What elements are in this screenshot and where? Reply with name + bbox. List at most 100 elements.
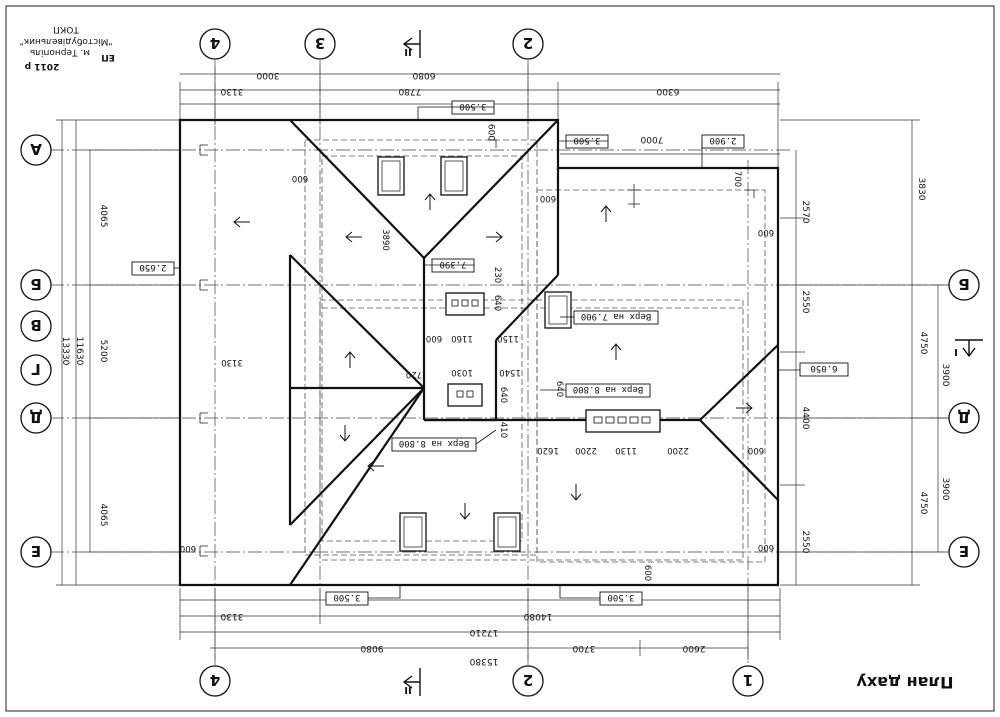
axis-markers-right: Б Д Е [948,269,980,568]
dimension-label: 3830 [916,178,926,201]
dimension-label: 230 [492,267,502,283]
axis-left-a: А [30,140,42,158]
dimension-label: 11630 [74,337,84,366]
slope-arrows [233,193,753,520]
dimension-label: 1030 [451,367,473,377]
drawing-title: План даху [856,673,954,692]
dimension-label: 410 [498,422,508,438]
axis-left-g: Г [31,360,41,378]
dimension-label: 17210 [469,627,498,637]
axis-top-3: 3 [315,34,325,52]
roof-windows [377,156,572,552]
dimension-label: 3130 [221,357,243,367]
dimension-label: 640 [492,295,502,311]
dimension-label: 1620 [537,445,559,455]
dimension-label: 15380 [469,656,498,666]
dimension-label: 600 [180,543,196,553]
title-stamp: ТОКП "Містобудівельник" м. Тернопіль ЕП … [20,24,115,71]
dimension-label: 7780 [398,86,421,96]
dimension-label: 600 [486,124,496,141]
level-mark: 3.500 [459,101,486,111]
axis-bottom-4: 4 [210,671,220,689]
level-mark: 3.500 [607,592,634,602]
dimension-texts-inner: 600 3890 230 640 600 1160 1150 1030 1540… [180,171,774,581]
dimension-label: 4400 [800,407,810,430]
dimension-texts-right: 3830 2570 2550 4750 3900 4400 3900 4750 … [800,178,950,554]
dimension-label: 600 [426,333,442,343]
dimension-label: 600 [758,227,774,237]
level-mark: Верх на 8.800 [399,438,469,448]
dimension-label: 600 [748,445,764,455]
axis-bottom-1: 1 [743,671,753,689]
dimension-label: 720 [406,369,422,379]
dimension-label: 2570 [800,201,810,224]
dimension-label: 13330 [60,337,70,366]
level-mark: 3.500 [333,592,360,602]
dimension-label: 5200 [98,340,108,363]
dimension-label: 600 [540,193,556,203]
axis-left-b: Б [30,275,41,293]
dimension-label: 2600 [682,643,705,653]
dimension-label: 2550 [800,291,810,314]
grid-marks [199,139,755,557]
level-leaders [174,106,800,599]
dimension-label: 3000 [256,70,279,80]
level-mark: Верх на 8.800 [573,384,643,394]
dimension-texts-top: 3000 6080 3130 7780 6300 7000 600 [220,70,679,144]
dimension-label: 600 [292,173,308,183]
dimension-label: 3130 [220,86,243,96]
sheet-frame [5,5,995,712]
stamp-line1: ТОКП [53,24,80,34]
level-mark: 7.390 [439,259,466,269]
level-mark: 2.900 [709,135,736,145]
dimension-label: 3900 [940,364,950,387]
axis-left-v: В [30,316,41,334]
dimension-label: 2550 [800,531,810,554]
axis-left-d: Д [29,408,42,426]
dimension-label: 9080 [360,643,383,653]
dimension-label: 700 [732,171,742,187]
dimension-label: 2200 [667,445,689,455]
level-mark: 2.650 [139,262,166,272]
dimension-label: 1160 [451,333,473,343]
axis-markers-top: 4 3 2 [199,28,544,60]
roof-outline [178,118,780,587]
axis-lines [50,60,960,665]
level-mark: Верх на 7.900 [581,311,651,321]
dimension-label: 6080 [412,70,435,80]
axis-left-e: Е [31,542,41,560]
stamp-line2: "Містобудівельник" [20,36,113,46]
section-mark-bottom: II [404,684,411,695]
dimension-label: 4750 [918,332,928,355]
dimension-label: 4750 [918,492,928,515]
dimension-label: 600 [642,565,652,581]
dimension-label: 4065 [98,205,108,228]
dimension-label: 640 [554,381,564,397]
wall-outline [304,139,766,563]
dimension-label: 3890 [380,229,390,251]
dimension-label: 3130 [220,611,243,621]
level-mark: 6.050 [810,363,837,373]
axis-bottom-2: 2 [523,671,533,689]
dimension-texts-left: 4065 5200 4065 11630 13330 [60,205,108,527]
level-labels: 3.500 3.500 2.900 2.650 7.390 Верх на 7.… [139,101,837,602]
dimension-label: 1150 [497,333,519,343]
dimension-label: 6300 [656,86,679,96]
axis-right-e: Е [959,542,969,560]
dimension-label: 1130 [615,445,637,455]
stamp-code: ЕП [101,52,115,62]
section-mark-top: II [404,46,411,57]
axis-markers-bottom: 4 2 1 [199,665,764,697]
dimension-label: 3900 [940,478,950,501]
chimney [447,383,483,407]
dimension-label: 1540 [499,367,521,377]
axis-right-b: Б [958,275,969,293]
axis-markers-left: А Б В Г Д Е [20,134,52,568]
axis-top-4: 4 [210,34,220,52]
axis-top-2: 2 [523,34,533,52]
dimension-label: 14080 [523,611,552,621]
section-mark-right: I [954,346,958,357]
level-marks [131,100,849,606]
